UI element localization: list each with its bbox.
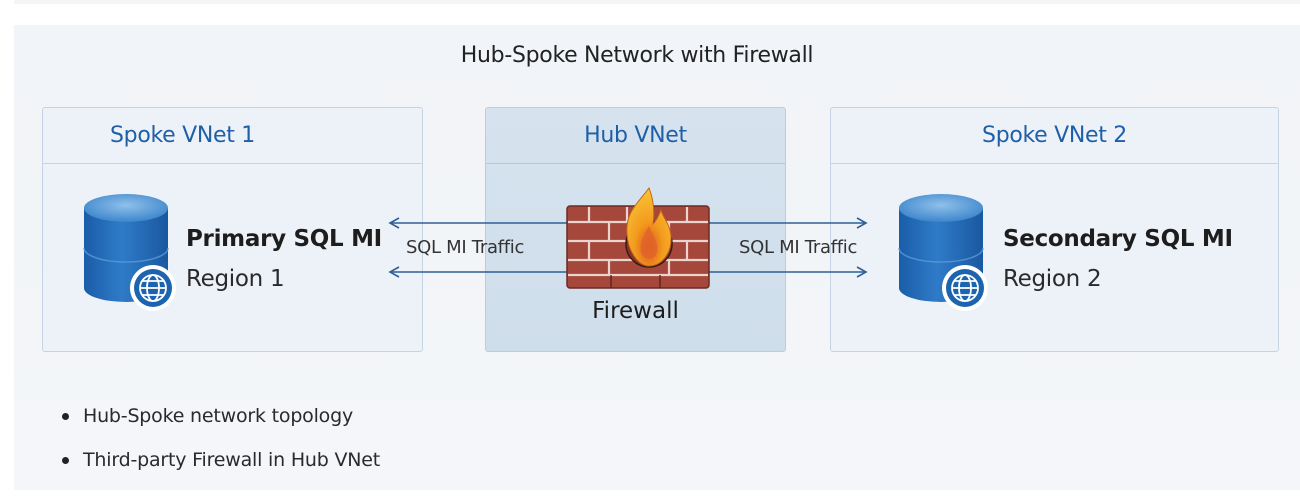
list-item: Third-party Firewall in Hub VNet <box>62 438 380 482</box>
spoke-vnet-1-header: Spoke VNet 1 <box>43 108 422 164</box>
primary-sql-mi-region: Region 1 <box>186 266 285 292</box>
hub-vnet-header: Hub VNet <box>486 108 785 164</box>
database-globe-icon <box>898 194 988 311</box>
notes-list: Hub-Spoke network topology Third-party F… <box>62 394 380 482</box>
bullet-icon <box>62 456 69 464</box>
firewall-icon <box>566 186 710 289</box>
primary-sql-mi-name: Primary SQL MI <box>186 226 382 252</box>
bullet-icon <box>62 412 69 420</box>
firewall-label: Firewall <box>592 298 679 324</box>
traffic-label-right: SQL MI Traffic <box>739 237 858 258</box>
list-item: Hub-Spoke network topology <box>62 394 380 438</box>
traffic-label-left: SQL MI Traffic <box>406 237 525 258</box>
note-text: Third-party Firewall in Hub VNet <box>83 449 380 471</box>
secondary-sql-mi-name: Secondary SQL MI <box>1003 226 1233 252</box>
diagram-title: Hub-Spoke Network with Firewall <box>460 43 814 68</box>
note-text: Hub-Spoke network topology <box>83 405 354 427</box>
top-border <box>14 0 1300 4</box>
secondary-sql-mi-region: Region 2 <box>1003 266 1102 292</box>
spoke-vnet-2-header: Spoke VNet 2 <box>831 108 1278 164</box>
database-globe-icon <box>83 194 176 311</box>
